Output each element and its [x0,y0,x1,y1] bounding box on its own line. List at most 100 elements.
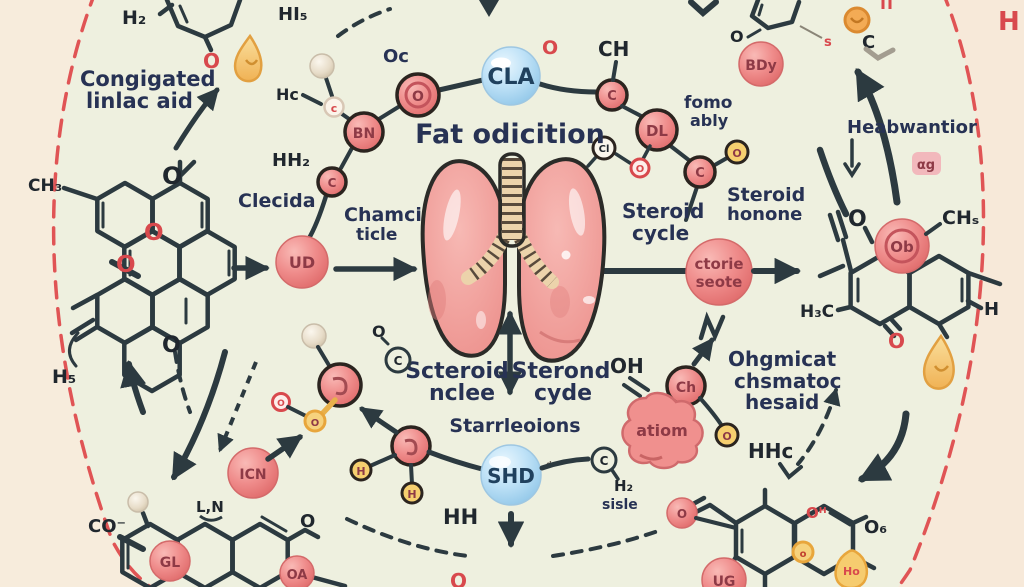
o-left-red2: O [116,252,136,278]
oh-small-letter: o [800,549,807,560]
steroid-hormone-line1: Steroid [727,184,805,206]
cl-node [591,135,617,161]
sterond-line1: Sterond [512,359,611,384]
icn-letter: ICN [239,467,266,483]
h-red-corner: H [998,7,1020,37]
atiom-letter: atiom [636,421,688,440]
o-bl-label: O [300,511,315,532]
red-tiny-o-letter: O [277,399,285,409]
o-red-bottom-center: O [450,569,467,587]
ud-letter: UD [289,253,315,272]
yellow-o-top [724,139,750,165]
shd-text: SHD [487,464,535,488]
top-center-down-arrow [479,0,499,17]
hi5-label: HI₅ [278,4,308,25]
sterond-line2: cyde [534,381,592,406]
top-right-arc-arrow [688,0,901,218]
conjugated-line1: Congigated [80,67,216,91]
right-text-cluster: OH Ohgmicat chsmatoc hesaid HHc Ch atiom… [610,337,910,483]
yellow-h1-letter: H [356,465,365,478]
o-red-topleft: O [203,49,220,73]
circled-c2 [590,446,618,474]
lung-left-lobe [420,159,507,358]
left-center-cluster: O O [171,323,363,481]
dl-letter: DL [646,122,668,140]
conjugated-line2: linlac aid [86,89,193,113]
hhc-label: HHc [748,439,793,463]
orange-node-tr [843,6,871,34]
c-small-letter: C [328,176,337,190]
circled-c2-letter: C [600,454,609,468]
chamcid-line2: ticle [356,225,397,245]
o-left-bottom: O [162,333,181,358]
ohgmicat-line1: Ohgmicat [728,347,837,371]
dashed-arrow-down-left [217,361,258,453]
pearl-bottom-left [127,491,149,513]
bottom-right-structure: O UG Oᴴ o O₆ Ho [666,487,887,587]
o-red-right-label: O [888,329,905,353]
yellow-blob-br [834,549,868,587]
h-right-label: H [984,299,999,320]
oil-droplet-right [922,333,955,390]
s-red-label: s [824,35,832,50]
ln-label: L,N [196,498,224,516]
ctorie-letter1: ctorie [694,255,743,273]
dashed-down-arrow [796,387,841,466]
lungs-illustration [420,152,607,363]
bottom-left-structure: CO⁻ L,N O GL OA ICN [88,434,348,587]
fomo-line1: fomo [684,93,732,113]
hc-label: Hc [276,85,299,104]
ho-label: Ho [843,565,860,578]
yellow-h1 [349,458,373,482]
left-ring-structure: CH₃ O O O O H₅ [28,159,237,415]
h5-label: H₅ [52,366,76,388]
red-tiny-o [271,392,291,412]
ug-ball [701,557,747,587]
c-top-letter: C [607,89,617,104]
steroid-cycle-line1: Steroid [622,199,704,223]
fat-oxidation-title: Fat odicition [415,119,605,150]
o-br-letter: O [677,507,687,521]
heabwantior-group: Heabwantior αg [843,117,977,179]
cla-chain: c BN O C Oc Hc HH₂ CLA C CH DL C O Cl O … [272,37,750,243]
ch5-right-label: CHₛ [942,207,979,229]
h3c-right-label: H₃C [800,302,834,322]
ohgmicat-line3: hesaid [745,390,819,414]
top-left-fragment: H₂ O HI₅ [122,0,308,83]
bn-ball [343,111,385,153]
chamcid-line1: Chamcid [344,204,435,226]
right-ring-structure: O Ob CHₛ H₃C H O [800,207,1003,390]
ch3-label: CH₃ [28,176,62,196]
o-over-c-label: O [372,322,386,341]
atiom-blob [621,391,704,470]
o-sup-h-label: Oᴴ [806,504,827,522]
big-curved-arrow [857,410,910,483]
cla-text: CLA [487,65,534,90]
conjugated-label-group: Congigated linlac aid [80,67,220,151]
o-circled-c-node: O C [372,322,412,374]
bn-letter: BN [353,126,375,142]
ctorie-letter2: seote [696,273,743,291]
epoxide-o-letter: O [636,164,645,175]
yellow-o-mid [714,422,740,448]
o-tr-hex-label: O [730,27,744,46]
inner-dashed-arcs [173,7,660,558]
steroid-hormone-line2: honone [727,204,802,225]
yellow-o-small-letter: O [311,418,320,429]
yellow-o-top-letter: O [732,147,741,160]
n-scribble [698,311,726,342]
o-left-top: O [162,162,182,190]
circled-c1-letter: C [394,354,403,368]
ob-letter: Ob [890,238,914,256]
yellow-h2-letter: H [407,488,416,501]
bdy-letter: BDy [745,58,776,74]
oh-small-node [791,540,815,564]
ch-ball-letter: Ch [676,380,696,396]
ud-ball [275,235,329,289]
hh2-label: HH₂ [272,150,310,171]
o6-label: O₆ [864,517,887,538]
gl-letter: GL [160,555,180,571]
oc-label: Oc [383,46,409,67]
o-chain-ball [395,72,441,118]
